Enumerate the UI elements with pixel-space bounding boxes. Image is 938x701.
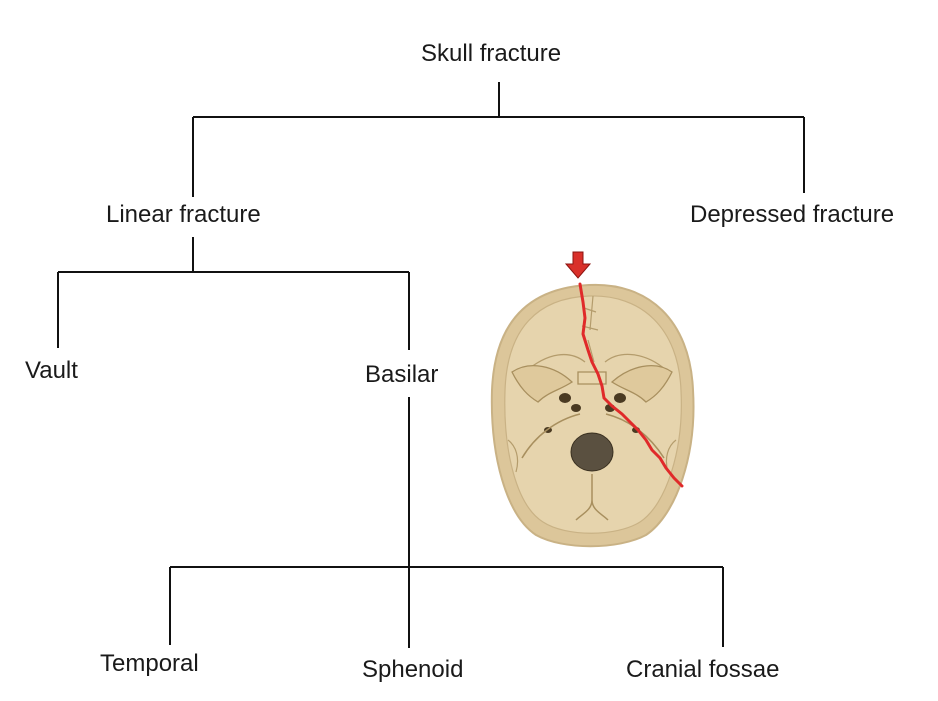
connectors-basilar xyxy=(169,397,724,648)
skull-frontal-crest xyxy=(581,295,599,363)
skull-foramen-magnum xyxy=(570,432,614,472)
node-root: Skull fracture xyxy=(421,40,562,67)
node-temporal: Temporal xyxy=(100,650,199,677)
node-linear-fracture: Linear fracture xyxy=(106,201,261,228)
skull-petrous-ridge-left xyxy=(521,413,581,459)
skull-occipital-crest xyxy=(575,474,609,521)
fracture-line xyxy=(578,282,684,488)
connectors-root xyxy=(192,82,805,197)
skull-sphenoid-wing-right xyxy=(610,365,673,403)
skull-foramen-left-2 xyxy=(571,404,581,412)
skull-base-illustration xyxy=(490,251,695,548)
node-depressed-fracture: Depressed fracture xyxy=(690,201,895,228)
skull-foramen-left-1 xyxy=(559,393,571,403)
node-basilar: Basilar xyxy=(365,361,439,388)
node-sphenoid: Sphenoid xyxy=(362,656,464,683)
skull-foramen-right-1 xyxy=(614,393,626,403)
skull-sphenoid-wing-left xyxy=(511,365,574,403)
skull-inner-surface xyxy=(504,295,682,534)
node-vault: Vault xyxy=(25,357,78,384)
connectors-linear xyxy=(57,237,410,350)
node-cranial-fossae: Cranial fossae xyxy=(626,656,780,683)
impact-arrow-icon xyxy=(564,251,592,279)
